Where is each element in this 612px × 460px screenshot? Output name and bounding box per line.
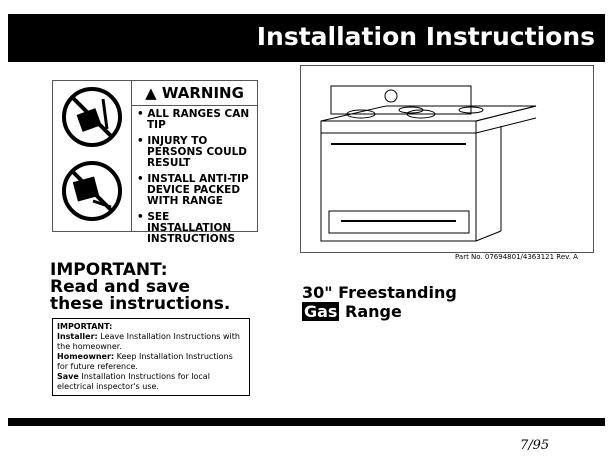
gas-label: Gas (302, 302, 340, 321)
warning-list: • ALL RANGES CAN TIP • INJURY TO PERSONS… (137, 109, 257, 250)
homeowner-label: Homeowner: (57, 352, 115, 361)
warning-item-text: SEE INSTALLATION INSTRUCTIONS (147, 211, 236, 245)
page-title: Installation Instructions (256, 22, 595, 51)
warning-box: ▲ WARNING • ALL RANGES CAN TIP • INJURY … (52, 80, 258, 245)
warning-item-text: INSTALL ANTI-TIP DEVICE PACKED WITH RANG… (147, 173, 249, 207)
list-item: • INSTALL ANTI-TIP DEVICE PACKED WITH RA… (137, 173, 249, 207)
installer-text: Leave Installation Instructions with the… (57, 332, 240, 351)
save-text: Installation Instructions for local elec… (57, 372, 210, 391)
installer-label: Installer: (57, 332, 98, 341)
important-line: these instructions. (50, 294, 231, 314)
warning-title: ▲ WARNING (132, 81, 257, 106)
note-heading: IMPORTANT: (57, 322, 113, 331)
save-label: Save (57, 372, 79, 381)
important-line: Read and save (50, 277, 191, 297)
no-tipping-icon (62, 87, 122, 221)
gas-range-image (320, 85, 537, 242)
part-number: Part No. 07694801/4363121 Rev. A (455, 253, 578, 261)
list-item: • INJURY TO PERSONS COULD RESULT (137, 135, 248, 169)
warning-triangle-icon: ▲ (145, 84, 157, 102)
range-illustration (300, 65, 594, 253)
product-line1: 30" Freestanding (302, 283, 457, 302)
header-bar: Installation Instructions (8, 14, 605, 62)
product-title: 30" Freestanding Gas Range (302, 283, 457, 321)
list-item: • SEE INSTALLATION INSTRUCTIONS (137, 211, 236, 245)
important-line: IMPORTANT: (50, 260, 168, 280)
warning-item-text: INJURY TO PERSONS COULD RESULT (147, 135, 248, 169)
warning-item-text: ALL RANGES CAN TIP (147, 108, 250, 131)
warning-title-text: WARNING (161, 84, 244, 102)
important-note-box: IMPORTANT: Installer: Leave Installation… (52, 318, 250, 396)
handwritten-date: 7/95 (520, 438, 550, 453)
important-heading: IMPORTANT: Read and save these instructi… (50, 262, 230, 313)
footer-bar (8, 418, 605, 426)
range-label: Range (345, 302, 402, 321)
list-item: • ALL RANGES CAN TIP (137, 108, 250, 131)
homeowner-text: Keep Installation Instructions for futur… (57, 352, 233, 371)
tip-hazard-pictograms (53, 81, 132, 231)
